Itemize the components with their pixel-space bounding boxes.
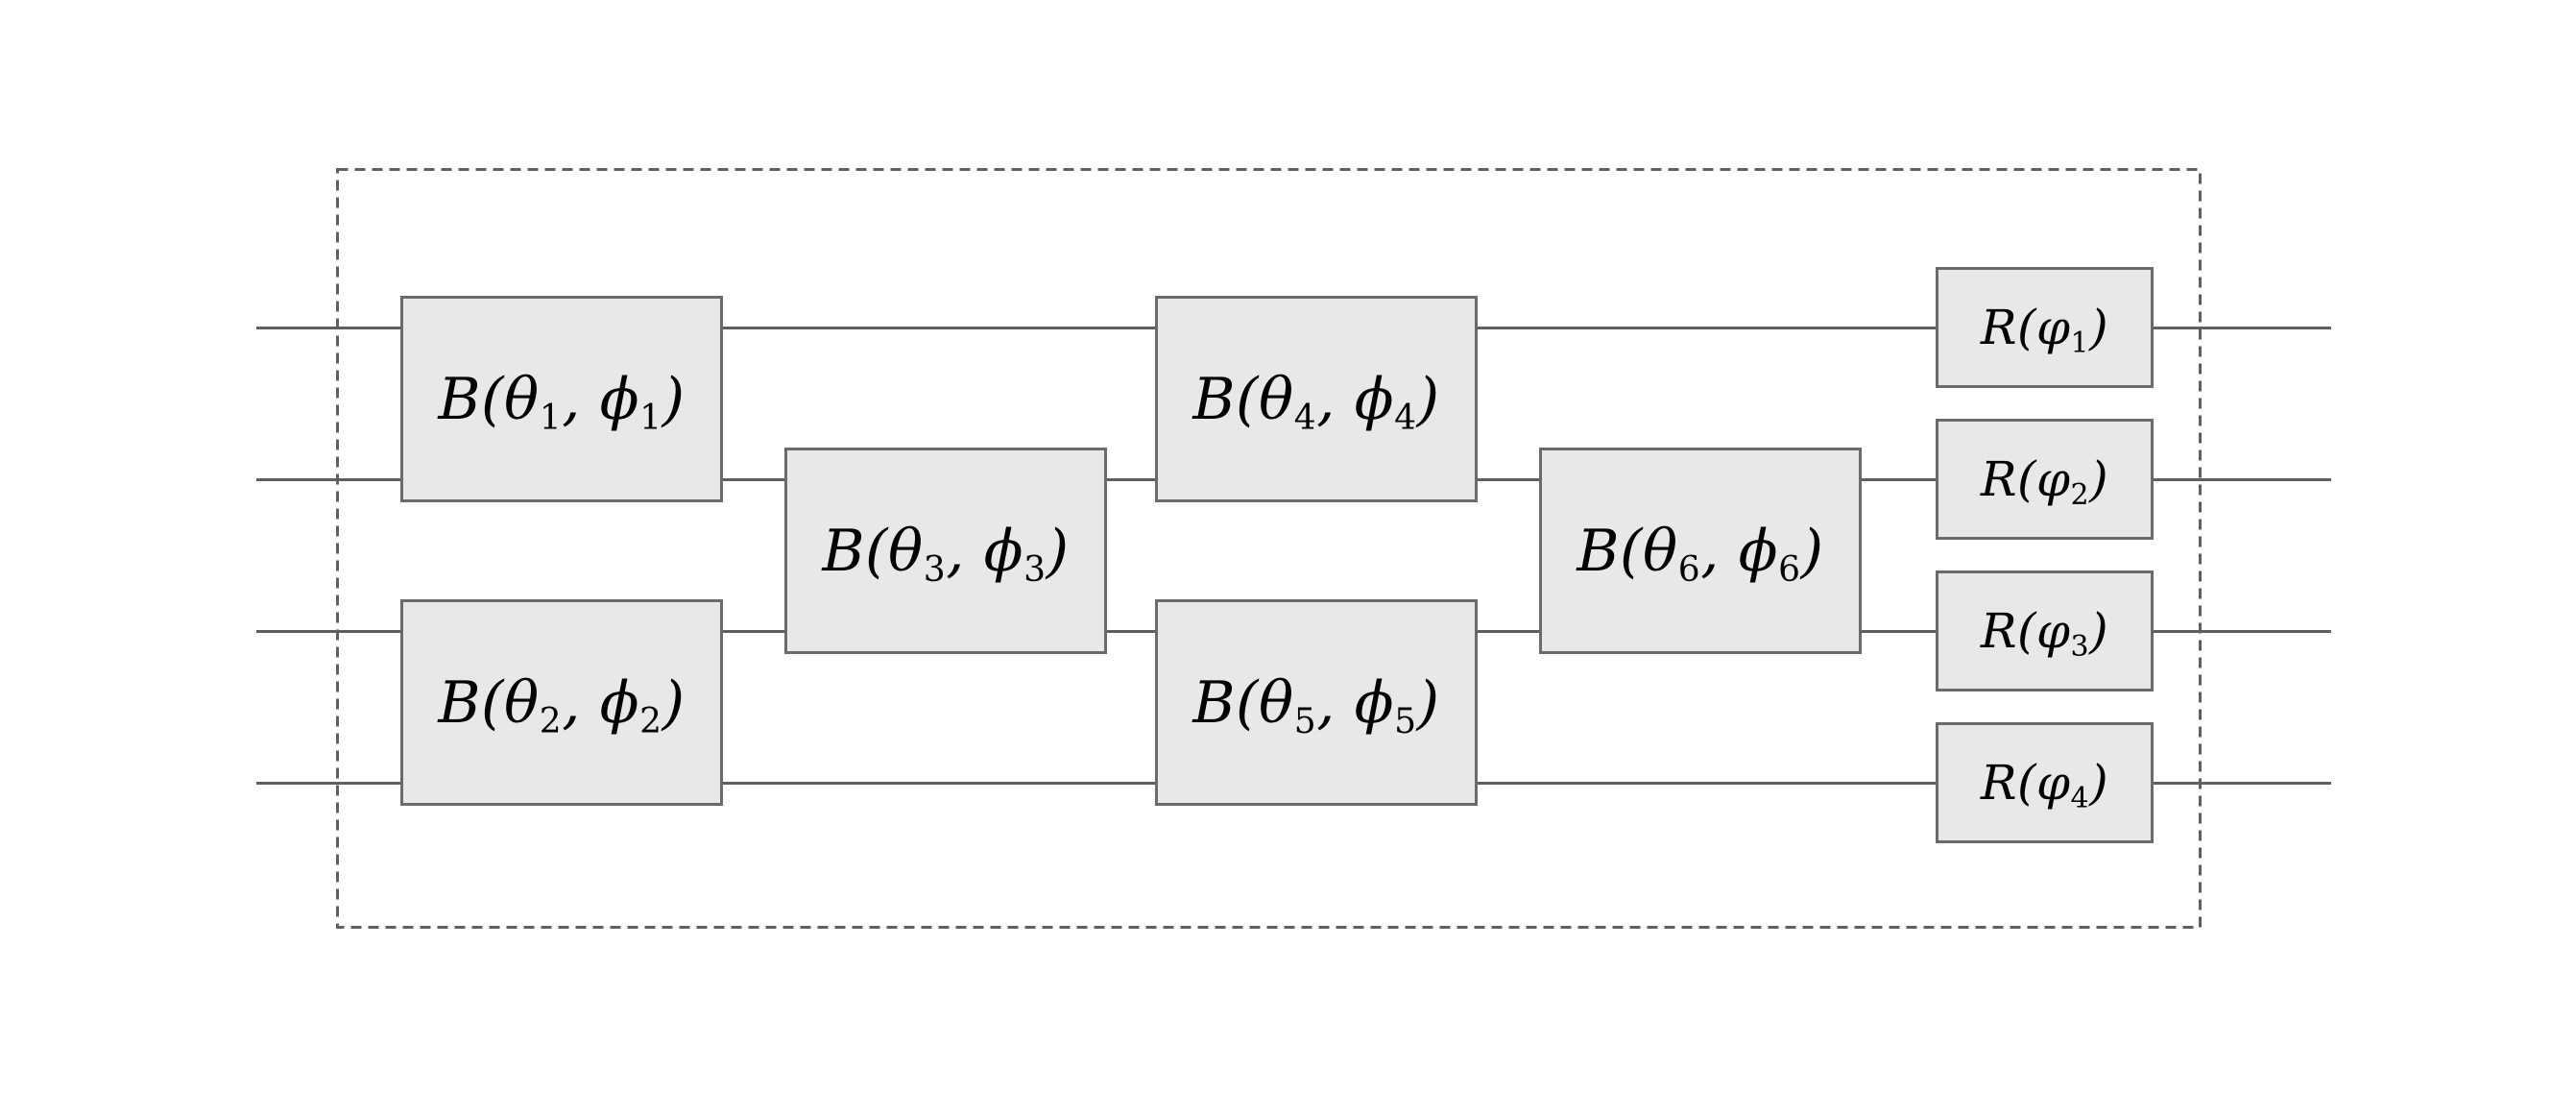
gate-R2-label: R(φ2) bbox=[1980, 451, 2109, 512]
gate-R2: R(φ2) bbox=[1936, 419, 2154, 540]
gate-R3: R(φ3) bbox=[1936, 570, 2154, 691]
gate-R1-label: R(φ1) bbox=[1980, 300, 2109, 360]
gate-B5: B(θ5, ϕ5) bbox=[1155, 599, 1478, 806]
gate-B6-label: B(θ6, ϕ6) bbox=[1577, 517, 1824, 590]
gate-B3-label: B(θ3, ϕ3) bbox=[822, 517, 1070, 590]
gate-B1-label: B(θ1, ϕ1) bbox=[438, 365, 686, 438]
gate-B5-label: B(θ5, ϕ5) bbox=[1192, 668, 1440, 741]
gate-R4: R(φ4) bbox=[1936, 722, 2154, 843]
gate-B2: B(θ2, ϕ2) bbox=[400, 599, 723, 806]
gate-B4-label: B(θ4, ϕ4) bbox=[1192, 365, 1440, 438]
gate-B2-label: B(θ2, ϕ2) bbox=[438, 668, 686, 741]
gate-B6: B(θ6, ϕ6) bbox=[1539, 448, 1862, 654]
gate-R1: R(φ1) bbox=[1936, 267, 2154, 388]
gate-R4-label: R(φ4) bbox=[1980, 755, 2109, 815]
gate-B3: B(θ3, ϕ3) bbox=[784, 448, 1107, 654]
gate-R3-label: R(φ3) bbox=[1980, 603, 2109, 664]
gate-B4: B(θ4, ϕ4) bbox=[1155, 296, 1478, 502]
gate-B1: B(θ1, ϕ1) bbox=[400, 296, 723, 502]
